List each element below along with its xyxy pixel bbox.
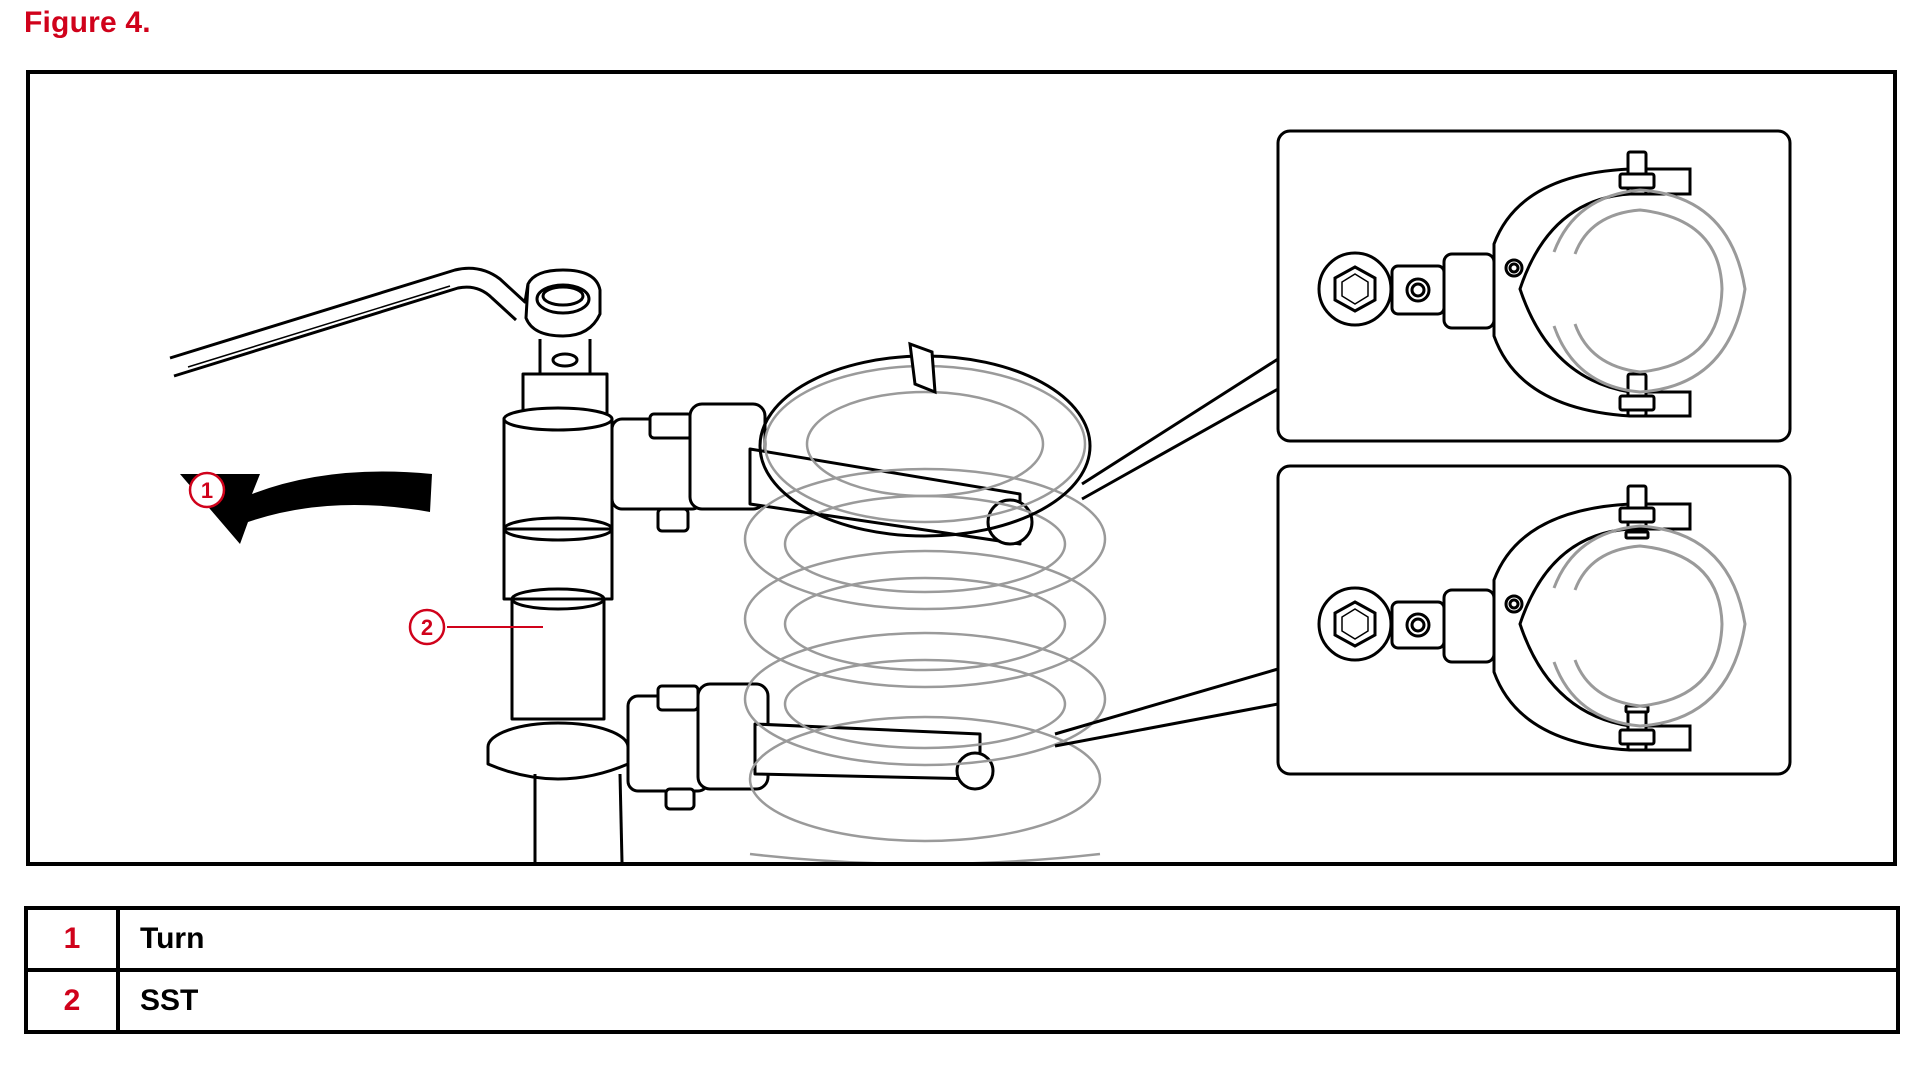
figure-frame: 1 2 (26, 70, 1897, 866)
detail-box-top (1276, 129, 1792, 443)
lower-clamp (626, 682, 995, 811)
turn-arrow (180, 471, 432, 544)
legend-number: 1 (24, 906, 120, 972)
callout-2-circle (408, 608, 446, 646)
callout-2: 2 (408, 608, 446, 646)
sst-tool (486, 339, 630, 862)
callout-1-number: 1 (201, 478, 213, 503)
legend-row: 1 Turn (24, 906, 1900, 972)
legend-label: Turn (116, 906, 1900, 972)
coil-spring (743, 364, 1107, 862)
callout-1: 1 (188, 471, 226, 509)
legend-table: 1 Turn 2 SST (24, 906, 1900, 1034)
spring-top-coil (758, 341, 1092, 538)
legend-label: SST (116, 968, 1900, 1034)
legend-row: 2 SST (24, 968, 1900, 1034)
legend-number: 2 (24, 968, 120, 1034)
diagram-illustration: 1 2 (169, 129, 1792, 862)
wrench (169, 266, 602, 378)
figure-title: Figure 4. (24, 6, 151, 39)
callout-2-number: 2 (421, 615, 433, 640)
detail-box-bottom (1276, 464, 1792, 776)
upper-clamp (610, 402, 1034, 546)
callout-1-circle (188, 471, 226, 509)
zoom-leaders (1054, 357, 1279, 748)
